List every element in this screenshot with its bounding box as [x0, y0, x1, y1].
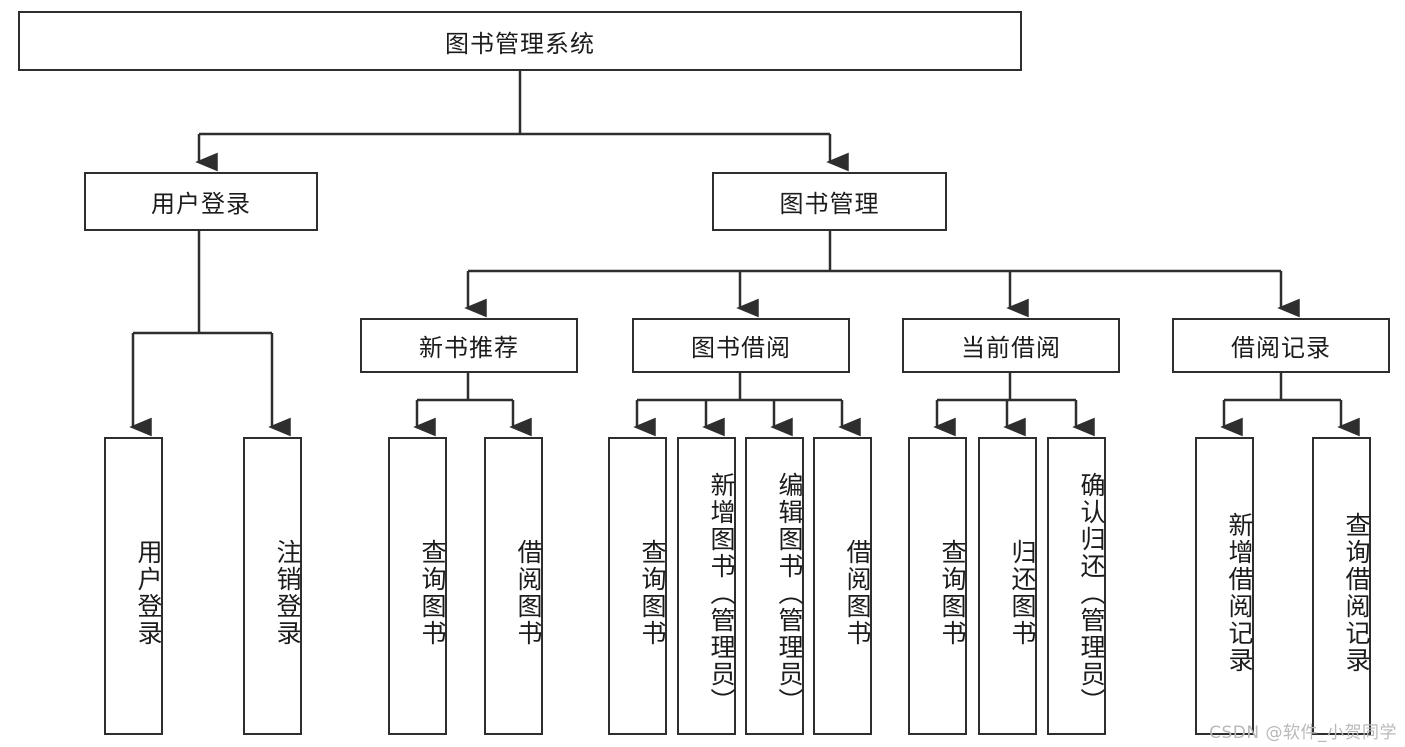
- node-leaf-query-book-1-label: 查询图书: [418, 539, 447, 647]
- node-borrow-record-label: 借阅记录: [1231, 334, 1331, 362]
- node-leaf-borrow-book-1[interactable]: 借阅图书: [484, 437, 543, 735]
- node-leaf-edit-book[interactable]: 编辑图书（管理员）: [745, 437, 804, 735]
- node-leaf-add-book-label: 新增图书（管理员）: [707, 471, 736, 715]
- node-leaf-borrow-book-2[interactable]: 借阅图书: [813, 437, 872, 735]
- node-user-login[interactable]: 用户登录: [84, 172, 318, 231]
- node-leaf-return-book-label: 归还图书: [1008, 539, 1037, 647]
- node-book-manage-label: 图书管理: [779, 190, 880, 218]
- node-leaf-query-book-1[interactable]: 查询图书: [388, 437, 447, 735]
- node-user-login-label: 用户登录: [151, 190, 251, 218]
- node-root[interactable]: 图书管理系统: [18, 11, 1022, 71]
- node-leaf-add-record-label: 新增借阅记录: [1225, 512, 1254, 674]
- node-root-label: 图书管理系统: [445, 29, 595, 58]
- node-leaf-user-login-label: 用户登录: [134, 539, 163, 647]
- node-leaf-return-book[interactable]: 归还图书: [978, 437, 1037, 735]
- node-leaf-confirm-return[interactable]: 确认归还（管理员）: [1047, 437, 1106, 735]
- node-leaf-borrow-book-1-label: 借阅图书: [514, 539, 543, 647]
- node-leaf-edit-book-label: 编辑图书（管理员）: [775, 471, 804, 715]
- node-leaf-user-login[interactable]: 用户登录: [104, 437, 163, 735]
- node-book-borrow-label: 图书借阅: [691, 334, 791, 362]
- node-leaf-borrow-book-2-label: 借阅图书: [843, 539, 872, 647]
- node-leaf-query-book-2-label: 查询图书: [638, 539, 667, 647]
- node-book-manage[interactable]: 图书管理: [712, 172, 947, 231]
- node-leaf-query-record[interactable]: 查询借阅记录: [1312, 437, 1371, 735]
- node-leaf-logout-label: 注销登录: [273, 539, 302, 647]
- node-current-borrow-label: 当前借阅: [961, 334, 1061, 362]
- node-leaf-confirm-return-label: 确认归还（管理员）: [1077, 471, 1106, 715]
- node-leaf-query-book-2[interactable]: 查询图书: [608, 437, 667, 735]
- node-leaf-add-record[interactable]: 新增借阅记录: [1195, 437, 1254, 735]
- node-leaf-add-book[interactable]: 新增图书（管理员）: [677, 437, 736, 735]
- node-current-borrow[interactable]: 当前借阅: [902, 318, 1120, 373]
- node-new-book-rec[interactable]: 新书推荐: [360, 318, 578, 373]
- node-new-book-rec-label: 新书推荐: [419, 334, 519, 362]
- node-leaf-logout[interactable]: 注销登录: [243, 437, 302, 735]
- node-leaf-query-book-3[interactable]: 查询图书: [908, 437, 967, 735]
- node-leaf-query-record-label: 查询借阅记录: [1342, 512, 1371, 674]
- node-leaf-query-book-3-label: 查询图书: [938, 539, 967, 647]
- node-borrow-record[interactable]: 借阅记录: [1172, 318, 1390, 373]
- node-book-borrow[interactable]: 图书借阅: [632, 318, 850, 373]
